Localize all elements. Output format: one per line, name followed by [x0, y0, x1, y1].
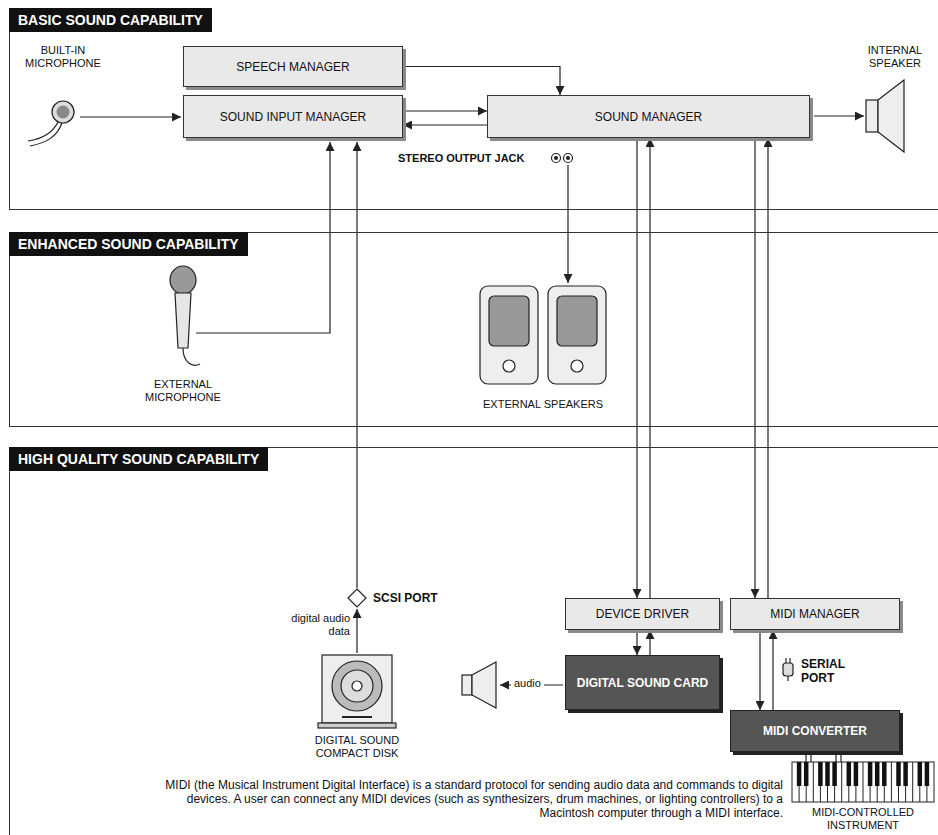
speaker-woofer: [489, 296, 529, 346]
built-in-microphone: [28, 101, 74, 146]
band-title: BASIC SOUND CAPABILITY: [9, 8, 212, 32]
disk: [332, 661, 382, 711]
internal-speaker: [866, 80, 904, 152]
mic-cord: [28, 122, 62, 146]
signal-arrow: [754, 138, 755, 598]
box-label: MIDI CONVERTER: [763, 724, 867, 738]
component-label: INTERNAL SPEAKER: [858, 44, 932, 70]
plug-pins: [786, 658, 790, 681]
disk-hole: [352, 681, 362, 691]
port-label: STEREO OUTPUT JACK: [398, 152, 525, 165]
jack-pin: [555, 157, 558, 160]
capability-band: BASIC SOUND CAPABILITY SPEECH MANAGER SOUN…: [9, 8, 938, 210]
band-title: HIGH QUALITY SOUND CAPABILITY: [9, 447, 268, 471]
midi-keyboard: [792, 762, 934, 802]
scsi-wire: [356, 142, 357, 588]
signal-arrow: [767, 138, 768, 598]
mic-cord: [183, 348, 200, 365]
speaker-tweeter: [503, 360, 515, 372]
mic-body: [52, 101, 74, 123]
box-label: SPEECH MANAGER: [236, 60, 349, 74]
external-microphone: [170, 266, 200, 365]
manager-box: MIDI MANAGER: [730, 598, 900, 630]
mic-grill: [57, 106, 70, 119]
jack-socket: [564, 154, 573, 163]
box-label: MIDI MANAGER: [770, 607, 859, 621]
signal-arrow: [636, 138, 637, 598]
disk-slot: [342, 716, 372, 718]
signal-arrow: [636, 630, 637, 655]
speaker-magnet: [462, 675, 472, 695]
mic-handle: [175, 293, 191, 348]
speaker-cone: [878, 80, 904, 152]
player-body: [322, 655, 392, 723]
hardware-box: MIDI CONVERTER: [730, 710, 900, 752]
disk-ring: [341, 670, 373, 702]
signal-arrow: [403, 67, 560, 96]
box-label: DIGITAL SOUND CARD: [577, 676, 709, 690]
port-label: SCSI PORT: [373, 591, 438, 605]
speaker-cabinet: [548, 286, 606, 384]
port-symbol: [348, 589, 366, 607]
component-label: EXTERNAL SPEAKERS: [473, 398, 613, 411]
compact-disk-player: [318, 655, 396, 728]
signal-label: digital audio data: [270, 612, 350, 638]
serial-port-symbol: [783, 658, 793, 681]
jack-pin: [567, 157, 570, 160]
speaker-woofer: [557, 296, 597, 346]
card-speaker: [462, 662, 496, 708]
speaker-wire: [814, 115, 864, 116]
component-label: BUILT-IN MICROPHONE: [18, 44, 108, 70]
keyboard-body: [792, 762, 934, 802]
signal-arrow: [649, 630, 650, 655]
signal-arrow: [649, 138, 650, 598]
black-keys: [797, 762, 929, 786]
component-label: MIDI-CONTROLLED INSTRUMENT: [793, 806, 933, 832]
plug-body: [783, 663, 793, 676]
cd-wire: [356, 609, 357, 653]
speaker-cone: [472, 662, 496, 708]
box-label: SOUND INPUT MANAGER: [220, 110, 366, 124]
speaker-magnet: [866, 100, 878, 132]
signal-arrow: [403, 110, 487, 111]
component-label: EXTERNAL MICROPHONE: [133, 378, 233, 404]
mic-head: [170, 266, 196, 294]
band-title: ENHANCED SOUND CAPABILITY: [9, 232, 248, 256]
midi-cable: [806, 755, 841, 762]
box-label: SOUND MANAGER: [595, 110, 702, 124]
manager-box: DEVICE DRIVER: [565, 598, 720, 630]
signal-arrow: [403, 124, 487, 125]
jack-socket: [552, 154, 561, 163]
manager-box: SOUND MANAGER: [487, 95, 810, 138]
signal-arrow: [759, 630, 760, 710]
speaker-cabinet: [480, 286, 538, 384]
speaker-tweeter: [571, 360, 583, 372]
scsi-port: [348, 589, 366, 607]
note-text: MIDI (the Musical Instrument Digital Int…: [148, 778, 783, 820]
external-speakers: [480, 286, 606, 384]
capability-band: HIGH QUALITY SOUND CAPABILITY DEVICE DRIV…: [9, 447, 938, 835]
stereo-jack: [552, 154, 573, 163]
signal-label: audio: [511, 677, 544, 690]
jack-wire: [567, 165, 568, 283]
port-label: SERIAL PORT: [801, 657, 857, 685]
box-label: DEVICE DRIVER: [596, 607, 689, 621]
player-base: [318, 723, 396, 728]
component-label: DIGITAL SOUND COMPACT DISK: [302, 734, 412, 760]
manager-box: SOUND INPUT MANAGER: [183, 95, 403, 138]
mic-wire: [80, 116, 181, 117]
signal-arrow: [772, 630, 773, 710]
hardware-box: DIGITAL SOUND CARD: [565, 655, 720, 710]
manager-box: SPEECH MANAGER: [183, 46, 403, 87]
signal-wires: [80, 116, 864, 762]
